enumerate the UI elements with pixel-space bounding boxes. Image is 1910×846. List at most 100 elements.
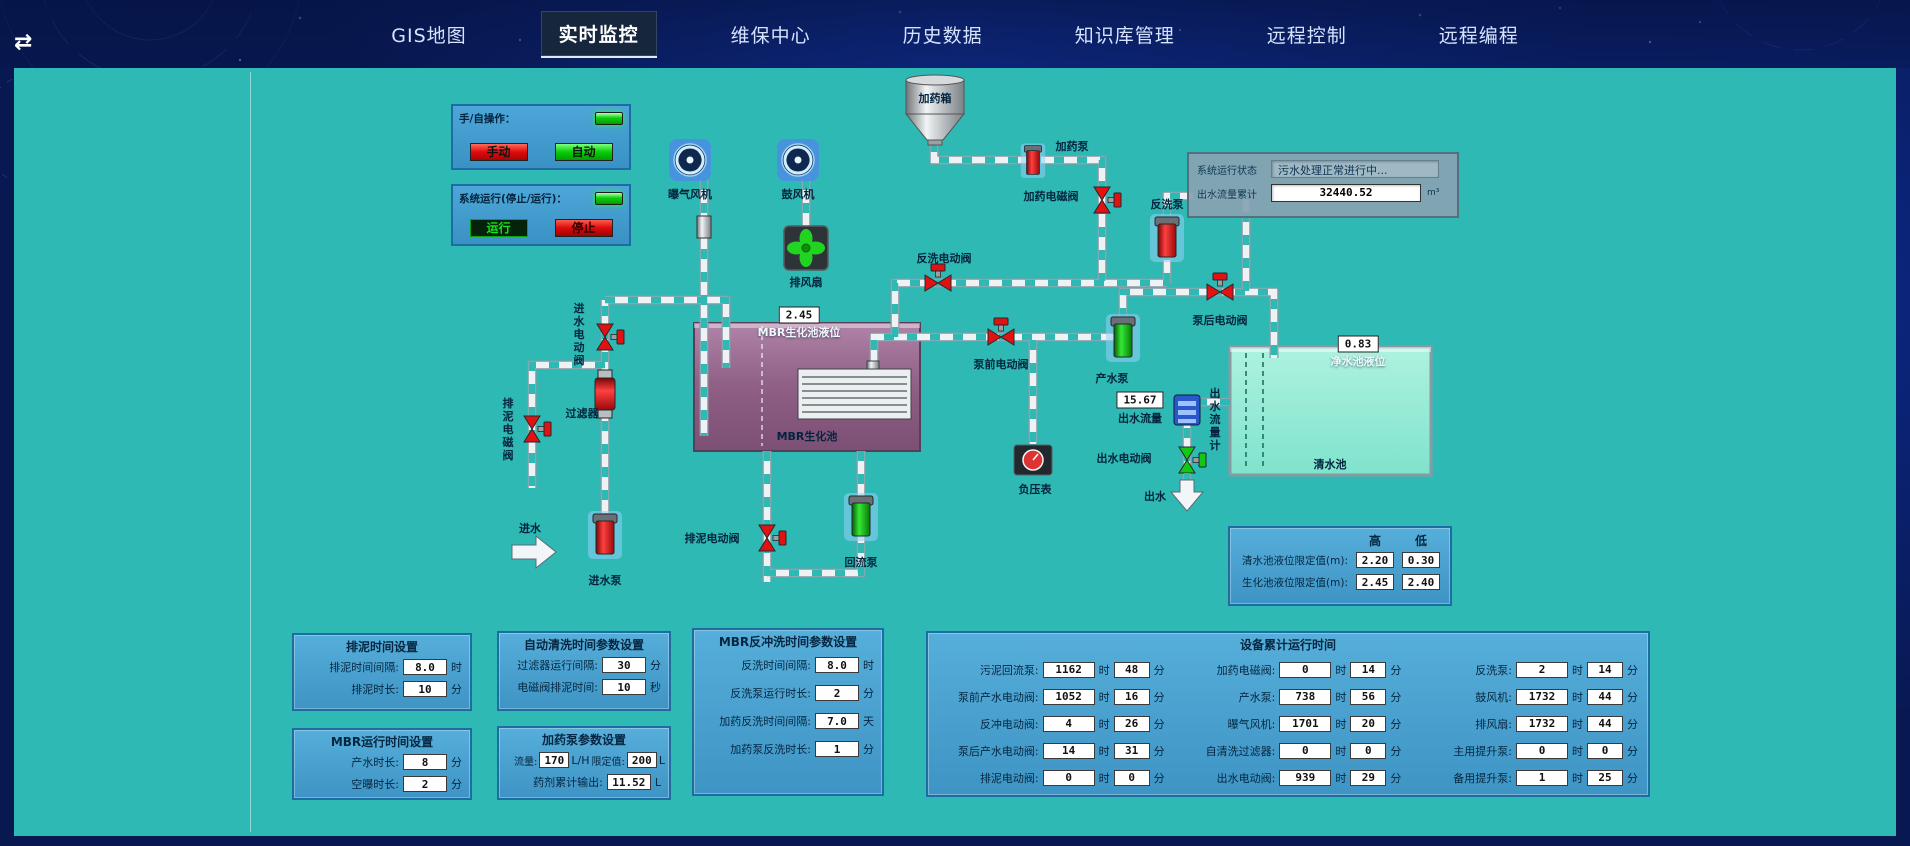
runtime-hours-input[interactable]	[1279, 688, 1332, 705]
manual-auto-panel: 手/自操作： 手动 自动	[451, 104, 631, 170]
level-limits-panel: 高 低 清水池液位限定值(m): 生化池液位限定值(m):	[1228, 526, 1452, 606]
panel-title: 自动清洗时间参数设置	[523, 638, 644, 652]
inflow-valve-label: 进水电动阀	[572, 302, 585, 368]
system-state-field: 污水处理正常进行中...	[1271, 160, 1439, 178]
runtime-hours-input[interactable]	[1279, 715, 1332, 732]
setting-input[interactable]	[403, 776, 447, 792]
limits-low-input[interactable]	[1402, 552, 1440, 568]
tab-history-data[interactable]: 历史数据	[902, 24, 983, 47]
runtime-hours-input[interactable]	[1516, 715, 1568, 732]
air-fitting-icon	[696, 215, 712, 239]
setting-input[interactable]	[403, 754, 447, 770]
unit-label: 分	[1390, 717, 1402, 731]
unit-label: 时	[1098, 717, 1110, 731]
limits-high-input[interactable]	[1356, 574, 1394, 590]
setting-input[interactable]	[815, 657, 859, 673]
setting-input[interactable]	[602, 657, 646, 673]
limits-low-input[interactable]	[1402, 574, 1440, 590]
runtime-grid: 污泥回流泵: 时 分 加药电磁阀: 时 分 反洗泵: 时 分	[928, 654, 1648, 793]
setting-input[interactable]	[403, 681, 447, 697]
runtime-minutes-input[interactable]	[1587, 661, 1623, 678]
unit-label: 时	[1335, 717, 1347, 731]
setting-input[interactable]	[403, 659, 447, 675]
runtime-item: 泵后产水电动阀: 时 分	[938, 737, 1165, 764]
tab-realtime-monitor[interactable]: 实时监控	[540, 10, 657, 58]
flow-input[interactable]	[539, 752, 570, 768]
runtime-minutes-input[interactable]	[1113, 769, 1150, 786]
swap-arrows-icon[interactable]: ⇄	[14, 30, 33, 55]
runtime-minutes-input[interactable]	[1113, 742, 1150, 759]
runtime-item: 加药电磁阀: 时 分	[1175, 656, 1401, 683]
setting-label: 空曝时长:	[351, 778, 399, 791]
runtime-minutes-input[interactable]	[1350, 715, 1387, 732]
total-output-input[interactable]	[606, 774, 651, 790]
runtime-hours-input[interactable]	[1279, 742, 1332, 759]
out-flow-value: 15.67	[1116, 391, 1164, 409]
aeration-blower-label: 曝气风机	[668, 188, 712, 201]
setting-row: 排泥时长: 分	[294, 678, 470, 700]
runtime-hours-input[interactable]	[1042, 742, 1095, 759]
runtime-hours-input[interactable]	[1042, 715, 1095, 732]
mud-solenoid-valve-label: 排泥电磁阀	[501, 397, 514, 463]
tab-gis-map[interactable]: GIS地图	[391, 24, 467, 47]
runtime-item: 排风扇: 时 分	[1411, 710, 1638, 737]
runtime-hours-input[interactable]	[1279, 661, 1332, 678]
clean-tank-label: 清水池	[1313, 458, 1347, 471]
limits-high-label: 高	[1368, 534, 1381, 548]
inflow-arrow-icon	[511, 534, 557, 570]
runtime-minutes-input[interactable]	[1113, 715, 1150, 732]
dosing-pump-panel: 加药泵参数设置 流量: L/H 限定值: L 药剂累计输出: L	[497, 726, 671, 800]
flow-total-unit: m³	[1427, 188, 1440, 198]
auto-button[interactable]: 自动	[554, 143, 613, 161]
flow-total-label: 出水流量累计	[1197, 189, 1257, 201]
system-state-label: 系统运行状态	[1197, 165, 1257, 177]
unit-label: 时	[1572, 771, 1583, 785]
runtime-hours-input[interactable]	[1516, 742, 1568, 759]
runtime-minutes-input[interactable]	[1587, 742, 1623, 759]
system-run-panel: 系统运行(停止/运行)： 运行 停止	[451, 184, 631, 246]
setting-input[interactable]	[815, 741, 859, 757]
filter-label: 过滤器	[565, 407, 599, 420]
runtime-panel: 设备累计运行时间 污泥回流泵: 时 分 加药电磁阀: 时 分 反洗泵: 时	[926, 631, 1650, 797]
process-canvas: 曝气风机 鼓风机 排风扇 加药箱 加药泵 加药电磁阀 反洗泵 反洗电动阀 2.4…	[14, 68, 1896, 836]
runtime-hours-input[interactable]	[1279, 769, 1332, 786]
runtime-minutes-input[interactable]	[1350, 742, 1387, 759]
post-pump-valve-label: 泵后电动阀	[1192, 314, 1248, 327]
stop-button[interactable]: 停止	[554, 219, 613, 237]
vacuum-gauge-label: 负压表	[1018, 483, 1052, 496]
runtime-hours-input[interactable]	[1516, 661, 1568, 678]
mbr-backwash-panel: MBR反冲洗时间参数设置 反洗时间间隔: 时 反洗泵运行时长: 分 加药反洗时间…	[692, 628, 884, 796]
tab-remote-control[interactable]: 远程控制	[1266, 24, 1347, 47]
system-run-title: 系统运行(停止/运行)：	[459, 193, 567, 205]
tab-remote-programming[interactable]: 远程编程	[1438, 24, 1519, 47]
runtime-hours-input[interactable]	[1516, 769, 1568, 786]
runtime-hours-input[interactable]	[1042, 661, 1095, 678]
tab-maintenance-center[interactable]: 维保中心	[730, 24, 811, 47]
runtime-minutes-input[interactable]	[1350, 769, 1387, 786]
unit-label: 时	[1098, 771, 1110, 785]
run-button[interactable]: 运行	[469, 219, 528, 237]
unit-label: 时	[1098, 744, 1110, 758]
runtime-minutes-input[interactable]	[1587, 715, 1623, 732]
product-pump-label: 产水泵	[1095, 372, 1129, 385]
setting-input[interactable]	[815, 685, 859, 701]
limit-input[interactable]	[626, 752, 657, 768]
runtime-minutes-input[interactable]	[1113, 661, 1150, 678]
setting-input[interactable]	[815, 713, 859, 729]
runtime-hours-input[interactable]	[1042, 769, 1095, 786]
runtime-minutes-input[interactable]	[1587, 688, 1623, 705]
reflux-pump-icon	[843, 492, 879, 542]
runtime-minutes-input[interactable]	[1113, 688, 1150, 705]
runtime-minutes-input[interactable]	[1350, 661, 1387, 678]
runtime-label: 自清洗过滤器:	[1205, 744, 1276, 758]
limits-high-input[interactable]	[1356, 552, 1394, 568]
manual-button[interactable]: 手动	[469, 143, 528, 161]
tab-knowledge-base[interactable]: 知识库管理	[1074, 24, 1175, 47]
runtime-minutes-input[interactable]	[1587, 769, 1623, 786]
runtime-hours-input[interactable]	[1042, 688, 1095, 705]
setting-input[interactable]	[602, 679, 646, 695]
runtime-hours-input[interactable]	[1516, 688, 1568, 705]
runtime-minutes-input[interactable]	[1350, 688, 1387, 705]
backwash-pump-label: 反洗泵	[1150, 198, 1184, 211]
runtime-label: 加药电磁阀:	[1216, 663, 1276, 677]
